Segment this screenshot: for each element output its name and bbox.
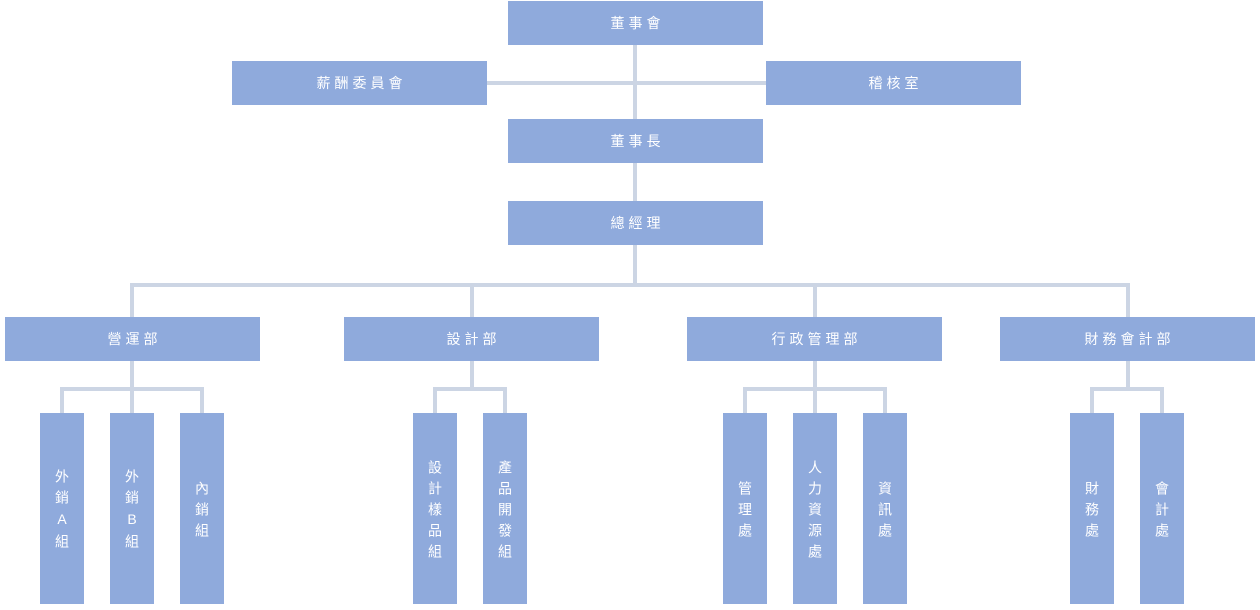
org-node-label: 人力資源處 bbox=[807, 459, 823, 565]
org-node-design-dept[interactable]: 設計部 bbox=[344, 317, 599, 361]
org-node-label: 財務處 bbox=[1084, 480, 1100, 544]
connector-design-rail bbox=[433, 387, 507, 391]
org-node-finance-office[interactable]: 財務處 bbox=[1070, 413, 1114, 604]
org-node-label: 資訊處 bbox=[877, 480, 893, 544]
org-node-label: 外銷A組 bbox=[54, 469, 70, 555]
connector-drop-export-b bbox=[130, 387, 134, 413]
org-node-label: 稽核室 bbox=[868, 75, 923, 91]
org-node-label: 外銷B組 bbox=[124, 469, 140, 555]
org-node-accounting-office[interactable]: 會計處 bbox=[1140, 413, 1184, 604]
org-node-label: 財務會計部 bbox=[1084, 331, 1175, 347]
org-node-general-manager[interactable]: 總經理 bbox=[508, 201, 763, 245]
connector-drop-finance-office bbox=[1090, 387, 1094, 413]
connector-drop-export-a bbox=[60, 387, 64, 413]
org-node-label: 管理處 bbox=[737, 480, 753, 544]
org-node-operations-dept[interactable]: 營運部 bbox=[5, 317, 260, 361]
org-node-management-office[interactable]: 管理處 bbox=[723, 413, 767, 604]
org-node-board[interactable]: 董事會 bbox=[508, 1, 763, 45]
org-node-label: 董事長 bbox=[610, 133, 665, 149]
org-node-finance-accounting-dept[interactable]: 財務會計部 bbox=[1000, 317, 1255, 361]
org-node-hr-office[interactable]: 人力資源處 bbox=[793, 413, 837, 604]
connector-drop-admin bbox=[813, 283, 817, 317]
connector-drop-operations bbox=[130, 283, 134, 317]
org-node-audit-office[interactable]: 稽核室 bbox=[766, 61, 1021, 105]
connector-drop-domestic bbox=[200, 387, 204, 413]
connector-drop-product-dev bbox=[503, 387, 507, 413]
connector-drop-design bbox=[470, 283, 474, 317]
org-node-admin-dept[interactable]: 行政管理部 bbox=[687, 317, 942, 361]
connector-drop-accounting bbox=[1160, 387, 1164, 413]
org-node-label: 董事會 bbox=[610, 15, 665, 31]
connector-chairman-gm bbox=[633, 163, 637, 201]
org-node-label: 設計部 bbox=[446, 331, 501, 347]
connector-committee-audit bbox=[487, 81, 766, 85]
connector-drop-information bbox=[883, 387, 887, 413]
org-node-label: 內銷組 bbox=[194, 480, 210, 544]
org-node-label: 設計樣品組 bbox=[427, 459, 443, 565]
connector-drop-hr bbox=[813, 387, 817, 413]
connector-finance-stem bbox=[1126, 361, 1130, 391]
connector-gm-stem bbox=[633, 245, 637, 287]
connector-design-stem bbox=[470, 361, 474, 391]
org-node-compensation-committee[interactable]: 薪酬委員會 bbox=[232, 61, 487, 105]
org-node-domestic-sales-group[interactable]: 內銷組 bbox=[180, 413, 224, 604]
org-node-label: 總經理 bbox=[610, 215, 665, 231]
connector-operations-stem bbox=[130, 361, 134, 391]
org-node-export-group-a[interactable]: 外銷A組 bbox=[40, 413, 84, 604]
org-node-label: 薪酬委員會 bbox=[316, 75, 407, 91]
connector-drop-design-sample bbox=[433, 387, 437, 413]
org-node-label: 營運部 bbox=[107, 331, 162, 347]
connector-admin-stem bbox=[813, 361, 817, 391]
org-node-chairman[interactable]: 董事長 bbox=[508, 119, 763, 163]
connector-drop-finance bbox=[1126, 283, 1130, 317]
org-node-product-dev-group[interactable]: 產品開發組 bbox=[483, 413, 527, 604]
connector-finance-rail bbox=[1090, 387, 1164, 391]
org-node-label: 會計處 bbox=[1154, 480, 1170, 544]
org-node-label: 行政管理部 bbox=[771, 331, 862, 347]
org-node-export-group-b[interactable]: 外銷B組 bbox=[110, 413, 154, 604]
org-node-information-office[interactable]: 資訊處 bbox=[863, 413, 907, 604]
connector-drop-management bbox=[743, 387, 747, 413]
org-node-label: 產品開發組 bbox=[497, 459, 513, 565]
org-node-design-sample-group[interactable]: 設計樣品組 bbox=[413, 413, 457, 604]
connector-departments-rail bbox=[130, 283, 1130, 287]
